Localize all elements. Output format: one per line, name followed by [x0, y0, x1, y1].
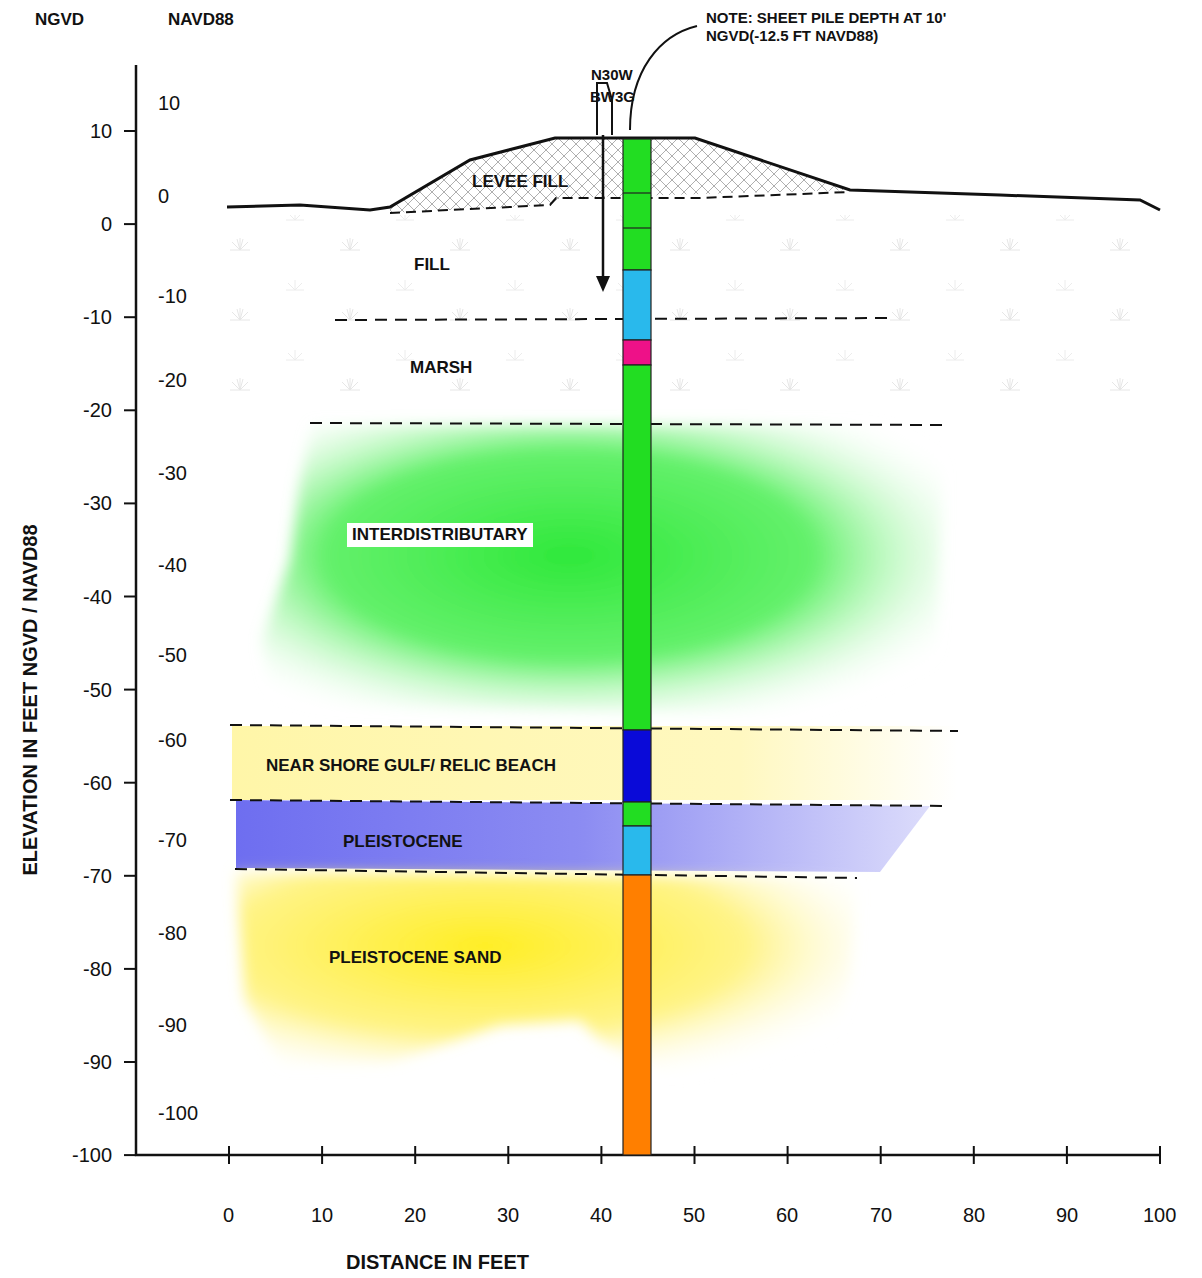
- tick-label: -70: [83, 864, 112, 888]
- axis-tick: [124, 223, 136, 225]
- axis-tick: [1066, 1146, 1068, 1164]
- tick-label: -100: [72, 1143, 112, 1167]
- tick-label: -50: [158, 643, 187, 667]
- stratum-label: FILL: [414, 255, 450, 274]
- stratum-band: PLEISTOCENE: [338, 830, 468, 854]
- axis-tick: [600, 1146, 602, 1164]
- stratum-label: PLEISTOCENE: [343, 832, 463, 851]
- tick-label: -10: [83, 305, 112, 329]
- axis-tick: [228, 1146, 230, 1164]
- tick-label: 20: [404, 1203, 426, 1227]
- boring-id: BW3G: [590, 88, 635, 106]
- axis-title: DISTANCE IN FEET: [346, 1250, 529, 1274]
- tick-label: 80: [963, 1203, 985, 1227]
- tick-label: 30: [497, 1203, 519, 1227]
- axis-tick: [124, 316, 136, 318]
- boring-id: N30W: [591, 66, 633, 84]
- stratum-label: LEVEE FILL: [472, 172, 568, 191]
- tick-label: 10: [90, 119, 112, 143]
- axis-tick: [787, 1146, 789, 1164]
- tick-label: 90: [1056, 1203, 1078, 1227]
- axis-tick: [414, 1146, 416, 1164]
- tick-label: 10: [311, 1203, 333, 1227]
- tick-label: -20: [83, 398, 112, 422]
- stratum-band: NEAR SHORE GULF/ RELIC BEACH: [261, 754, 561, 778]
- tick-label: -70: [158, 828, 187, 852]
- tick-label: -90: [83, 1050, 112, 1074]
- axis-tick: [124, 875, 136, 877]
- stratum-label: PLEISTOCENE SAND: [329, 948, 502, 967]
- stratum-band: MARSH: [405, 356, 477, 380]
- axis-tick: [124, 502, 136, 504]
- axis-tick: [973, 1146, 975, 1164]
- tick-label: 10: [158, 91, 180, 115]
- axis-tick: [124, 596, 136, 598]
- tick-label: 0: [223, 1203, 234, 1227]
- tick-label: -100: [158, 1101, 198, 1125]
- stratum-label: NEAR SHORE GULF/ RELIC BEACH: [266, 756, 556, 775]
- tick-label: 0: [101, 212, 112, 236]
- tick-label: -80: [83, 957, 112, 981]
- axis-tick: [124, 782, 136, 784]
- axis-header: NAVD88: [168, 10, 234, 30]
- stratum-label: MARSH: [410, 358, 472, 377]
- tick-label: -60: [83, 771, 112, 795]
- tick-label: -20: [158, 368, 187, 392]
- stratum-band: INTERDISTRIBUTARY: [347, 523, 533, 547]
- tick-label: -50: [83, 678, 112, 702]
- tick-label: 0: [158, 184, 169, 208]
- axis-tick: [124, 1154, 136, 1156]
- axis-tick: [1159, 1146, 1161, 1164]
- note: NOTE: SHEET PILE DEPTH AT 10' NGVD(-12.5…: [706, 9, 1006, 45]
- tick-label: 60: [776, 1203, 798, 1227]
- axis-tick: [124, 130, 136, 132]
- axis-tick: [694, 1146, 696, 1164]
- tick-label: -30: [83, 491, 112, 515]
- tick-label: -40: [83, 585, 112, 609]
- tick-label: -80: [158, 921, 187, 945]
- tick-label: 40: [590, 1203, 612, 1227]
- axis-tick: [880, 1146, 882, 1164]
- axis-title: ELEVATION IN FEET NGVD / NAVD88: [18, 524, 42, 875]
- tick-label: 100: [1143, 1203, 1176, 1227]
- stratum-band: FILL: [409, 253, 455, 277]
- tick-label: -90: [158, 1013, 187, 1037]
- axis-tick: [124, 409, 136, 411]
- axis-header: NGVD: [35, 10, 84, 30]
- axis-tick: [507, 1146, 509, 1164]
- axis-tick: [124, 968, 136, 970]
- axis-tick: [124, 1061, 136, 1063]
- tick-label: -10: [158, 284, 187, 308]
- stratum-label: INTERDISTRIBUTARY: [352, 525, 528, 544]
- stratum-band: LEVEE FILL: [467, 170, 573, 194]
- tick-label: -60: [158, 728, 187, 752]
- axis-tick: [321, 1146, 323, 1164]
- tick-label: -40: [158, 553, 187, 577]
- axis-tick: [124, 689, 136, 691]
- tick-label: 50: [683, 1203, 705, 1227]
- tick-label: -30: [158, 461, 187, 485]
- stratum-band: PLEISTOCENE SAND: [324, 946, 507, 970]
- tick-label: 70: [870, 1203, 892, 1227]
